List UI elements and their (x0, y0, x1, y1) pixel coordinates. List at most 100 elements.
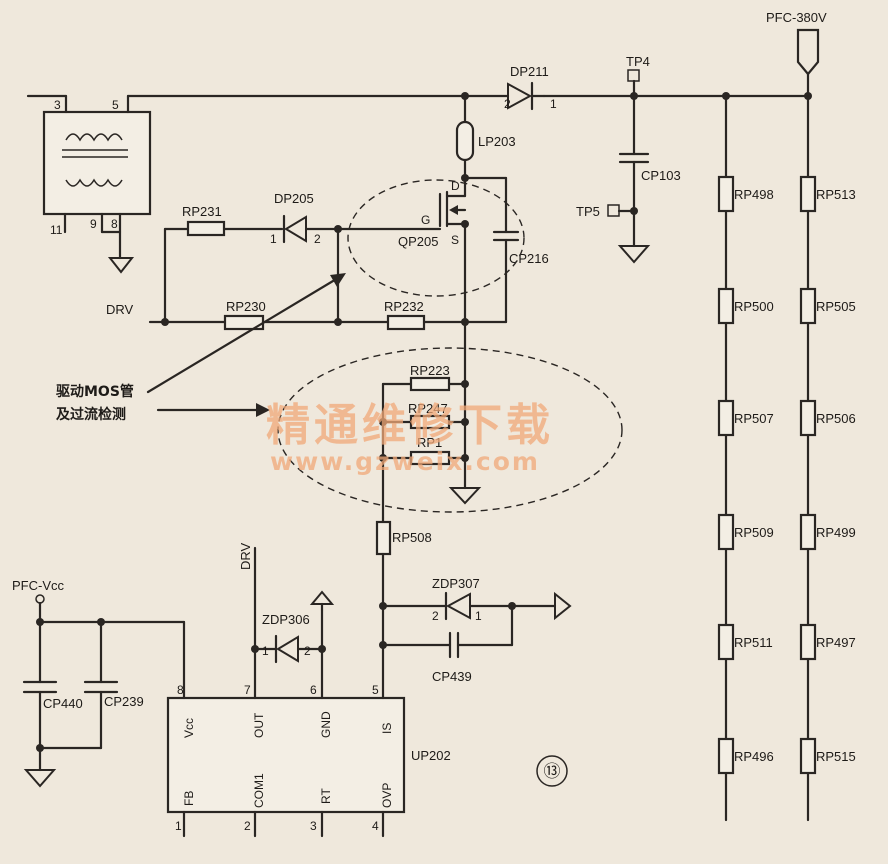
left-chain-resistor-3 (717, 399, 735, 437)
left-chain-resistor-label-4: RP509 (734, 525, 774, 540)
left-chain-resistor-label-6: RP496 (734, 749, 774, 764)
dp205-pin-1: 1 (270, 232, 277, 246)
zdp307-pin-2: 2 (432, 609, 439, 623)
resistor-rp223 (409, 376, 451, 392)
rp232-label: RP232 (384, 299, 424, 314)
left-chain-resistor-1 (717, 175, 735, 213)
right-chain-resistor-label-5: RP497 (816, 635, 856, 650)
capacitor-cp216 (463, 176, 520, 324)
mosfet-qp205 (336, 176, 467, 324)
left-chain-resistor-label-3: RP507 (734, 411, 774, 426)
capacitor-cp239 (38, 620, 119, 750)
dp211-pin-1: 1 (550, 97, 557, 111)
dp211-label: DP211 (510, 64, 549, 79)
mosfet-highlight-ellipse (347, 179, 525, 297)
pfc-380v-label: PFC-380V (766, 10, 827, 25)
ic-pin-7: 7 (244, 683, 251, 697)
right-chain-resistor-5 (799, 623, 817, 661)
right-chain-resistor-label-1: RP513 (816, 187, 856, 202)
right-chain-resistor-6 (799, 737, 817, 775)
transformer-pin-11: 11 (50, 223, 63, 237)
left-chain-resistor-label-2: RP500 (734, 299, 774, 314)
rp231-label: RP231 (182, 204, 222, 219)
test-point-tp4 (627, 69, 640, 98)
ic-pin-3: 3 (310, 819, 317, 833)
ic-pin-6: 6 (310, 683, 317, 697)
rp230-label: RP230 (226, 299, 266, 314)
right-chain-resistor-label-3: RP506 (816, 411, 856, 426)
capacitor-cp439 (381, 604, 514, 659)
rp1-label: RP1 (417, 435, 442, 450)
right-chain-resistor-label-4: RP499 (816, 525, 856, 540)
resistor-rp232 (386, 314, 426, 331)
tp4-label: TP4 (626, 54, 650, 69)
cp440-label: CP440 (43, 696, 83, 711)
zdp307-label: ZDP307 (432, 576, 480, 591)
ic-name-vcc: Vcc (182, 718, 196, 738)
rp247-label: RP247 (408, 401, 448, 416)
left-chain-resistor-6 (717, 737, 735, 775)
right-chain-resistor-label-2: RP505 (816, 299, 856, 314)
drv-top-label: DRV (238, 542, 253, 570)
resistor-rp508 (375, 520, 392, 556)
ic-name-gnd: GND (319, 711, 333, 738)
transformer (26, 94, 152, 260)
ic-pin-4: 4 (372, 819, 379, 833)
ic-pin-8: 8 (177, 683, 184, 697)
figure-number-circle (536, 755, 568, 787)
ic-name-com1: COM1 (252, 773, 266, 808)
diode-dp211 (507, 81, 546, 111)
watermark-title: 精通维修下载 (266, 400, 554, 451)
capacitor-cp103 (617, 94, 651, 264)
right-chain-resistor-3 (799, 399, 817, 437)
ic-pin-2: 2 (244, 819, 251, 833)
tp5-label: TP5 (576, 204, 600, 219)
resistor-rp247 (409, 414, 451, 430)
mosfet-gate-pin: G (421, 213, 430, 227)
left-chain-resistor-2 (717, 287, 735, 325)
up202-label: UP202 (411, 748, 451, 763)
mosfet-drain-pin: D (451, 179, 460, 193)
ground-symbol-ic (309, 590, 335, 612)
annotation-line-1: 驱动MOS管 (56, 383, 134, 400)
inductor-lp203 (455, 94, 475, 180)
resistor-rp1 (409, 450, 451, 466)
figure-number: ⑬ (544, 762, 561, 781)
zdp307-pin-1: 1 (475, 609, 482, 623)
transformer-pin-8: 8 (111, 217, 118, 231)
ic-name-is: IS (380, 723, 394, 734)
left-chain-resistor-4 (717, 513, 735, 551)
ic-name-out: OUT (252, 712, 266, 738)
transformer-pin-5: 5 (112, 98, 119, 112)
ic-name-fb: FB (182, 791, 196, 806)
right-chain-resistor-1 (799, 175, 817, 213)
qp205-label: QP205 (398, 234, 438, 249)
zdp306-label: ZDP306 (262, 612, 310, 627)
pfc-380v-connector (796, 28, 820, 98)
ic-pin-5: 5 (372, 683, 379, 697)
left-chain-resistor-label-5: RP511 (734, 635, 773, 650)
drv-left-label: DRV (106, 302, 134, 317)
sense-highlight-ellipse (277, 347, 623, 513)
cp216-label: CP216 (509, 251, 549, 266)
capacitor-cp440 (22, 680, 58, 772)
ic-name-rt: RT (319, 788, 333, 804)
cp439-label: CP439 (432, 669, 472, 684)
zdp306-pin-1: 1 (262, 644, 269, 658)
dp211-pin-2: 2 (504, 97, 511, 111)
lp203-label: LP203 (478, 134, 516, 149)
test-point-tp5 (607, 204, 636, 217)
transformer-pin-3: 3 (54, 98, 61, 112)
cp239-label: CP239 (104, 694, 144, 709)
ground-symbol-sense (448, 487, 482, 505)
pfc-vcc-label: PFC-Vcc (12, 578, 65, 593)
ground-symbol-transformer (107, 257, 135, 274)
ic-up202 (166, 546, 406, 838)
pfc-vcc-terminal (35, 594, 45, 604)
ic-pin-1: 1 (175, 819, 182, 833)
rp223-label: RP223 (410, 363, 450, 378)
